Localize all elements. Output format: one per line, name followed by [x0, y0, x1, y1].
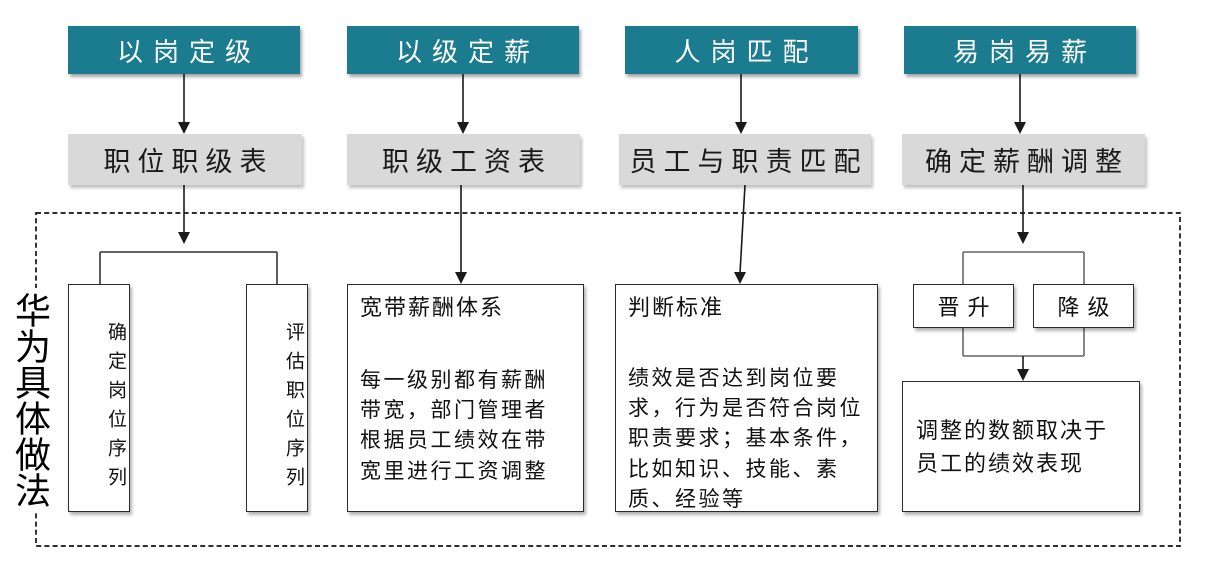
arrowhead-icon	[1017, 369, 1029, 381]
arrowhead-icon	[457, 122, 469, 134]
sub-box-employee-duty-match: 员工与职责匹配	[619, 134, 871, 185]
detail-title: 判断标准	[628, 295, 725, 320]
arrow-col1-header-to-sub	[178, 74, 190, 134]
arrow-col2-sub-to-detail	[455, 185, 467, 284]
arrow-col4-header-to-sub	[1014, 74, 1026, 134]
arrowhead-icon	[1017, 232, 1029, 244]
arrowhead-icon	[1014, 122, 1026, 134]
header-box-person-job-match: 人岗匹配	[625, 26, 858, 74]
arrowhead-icon	[178, 232, 190, 244]
arrow-col2-header-to-sub	[457, 74, 469, 134]
header-box-grade-pay: 以级定薪	[347, 26, 579, 74]
group-label-huawei-practices: 华为具体做法	[4, 288, 56, 512]
branch-connector-col4-top	[962, 251, 1085, 284]
detail-box-judgment-criteria: 判断标准 绩效是否达到岗位要求，行为是否符合岗位职责要求；基本条件，比如知识、技…	[615, 284, 878, 512]
arrow-col4-sub-to-branch	[1017, 185, 1029, 244]
arrow-col4-merge-to-result	[1017, 356, 1029, 381]
arrowhead-icon	[734, 272, 746, 284]
arrow-col1-sub-to-branch	[178, 185, 190, 244]
detail-box-determine-post-sequence: 确定岗位序列	[68, 284, 130, 512]
option-box-demotion: 降级	[1033, 284, 1134, 328]
header-box-change-job-pay: 易岗易薪	[904, 26, 1136, 74]
arrowhead-icon	[178, 122, 190, 134]
arrowhead-icon	[735, 122, 747, 134]
detail-body: 每一级别都有薪酬带宽，部门管理者根据员工绩效在带宽里进行工资调整	[360, 367, 548, 483]
option-box-promotion: 晋升	[913, 284, 1014, 328]
sub-box-grade-salary-table: 职级工资表	[347, 134, 580, 185]
detail-box-broadband-pay-system: 宽带薪酬体系 每一级别都有薪酬带宽，部门管理者根据员工绩效在带宽里进行工资调整	[347, 284, 584, 512]
sub-box-determine-pay-adjustment: 确定薪酬调整	[902, 134, 1145, 185]
detail-body: 绩效是否达到岗位要求，行为是否符合岗位职责要求；基本条件，比如知识、技能、素质、…	[628, 365, 863, 512]
branch-connector-col1	[99, 251, 278, 284]
merge-connector-col4-bottom	[962, 328, 1085, 357]
detail-title: 宽带薪酬体系	[360, 295, 505, 320]
header-box-job-grading: 以岗定级	[68, 26, 300, 74]
arrowhead-icon	[455, 272, 467, 284]
result-box-adjustment-amount: 调整的数额取决于员工的绩效表现	[902, 381, 1140, 512]
arrow-col3-sub-to-detail	[734, 184, 746, 284]
arrow-col3-header-to-sub	[735, 74, 747, 134]
detail-box-evaluate-position-sequence: 评估职位序列	[246, 284, 308, 512]
sub-box-position-grade-table: 职位职级表	[68, 134, 302, 185]
